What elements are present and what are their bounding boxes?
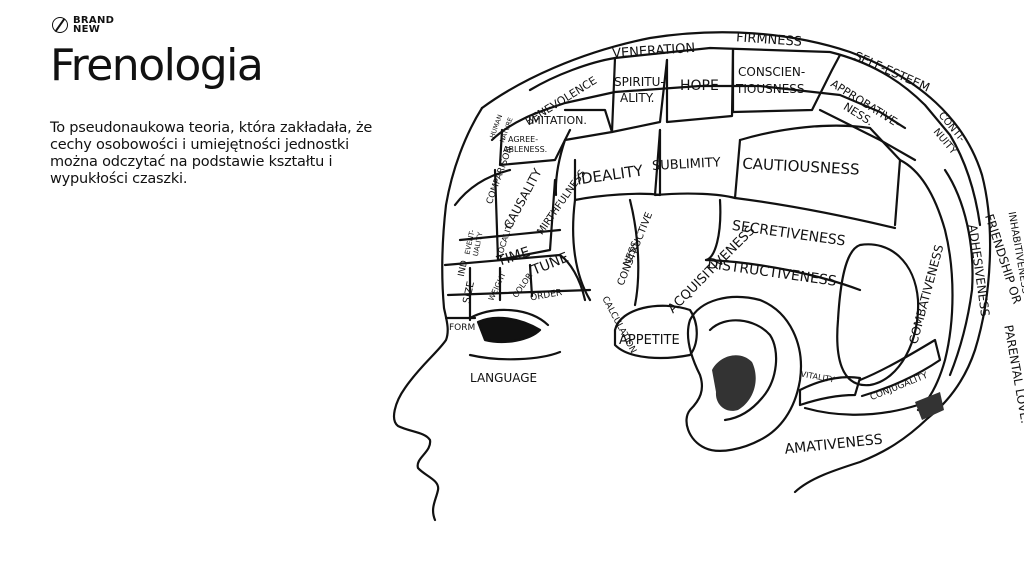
label-conscientiousness-2: TIOUSNESS	[735, 82, 805, 96]
label-form: FORM	[449, 323, 475, 333]
label-appetite: APPETITE	[619, 333, 680, 348]
label-destructiveness: DISTRUCTIVENESS	[706, 256, 837, 290]
label-sublimity: SUBLIMITY	[652, 155, 721, 174]
label-parental-love: PARENTAL LOVE.	[1001, 324, 1024, 425]
label-hope: HOPE	[680, 78, 719, 94]
label-conjugality: CONJUGALITY	[869, 371, 930, 403]
label-ideality: IDEALITY	[575, 161, 645, 188]
head-outline	[394, 32, 990, 520]
label-amativeness: AMATIVENESS	[784, 432, 884, 458]
label-order: ORDER	[530, 288, 563, 303]
label-language: LANGUAGE	[470, 371, 537, 385]
label-tune: TUNE	[529, 250, 571, 279]
label-conscientiousness-1: CONSCIEN-	[738, 65, 805, 79]
label-self-esteem: SELF-ESTEEM	[852, 49, 932, 95]
label-imitation: IMITATION.	[528, 114, 587, 127]
label-agreeableness-1: AGREE-	[508, 135, 538, 144]
label-ind: IND	[457, 259, 470, 277]
neck-shading	[915, 392, 944, 420]
label-spirituality-2: ALITY.	[620, 91, 654, 105]
label-spirituality-1: SPIRITU-	[614, 75, 665, 89]
label-combativeness: COMBATIVENESS	[906, 243, 946, 345]
label-size: SIZE	[462, 280, 477, 304]
label-firmness: FIRMNESS	[736, 30, 803, 50]
ear-inner-shading	[712, 355, 756, 411]
label-secretiveness: SECRETIVENESS	[731, 218, 847, 250]
label-cautiousness: CAUTIOUSNESS	[742, 154, 860, 178]
label-weight: WEIGHT	[487, 271, 508, 303]
